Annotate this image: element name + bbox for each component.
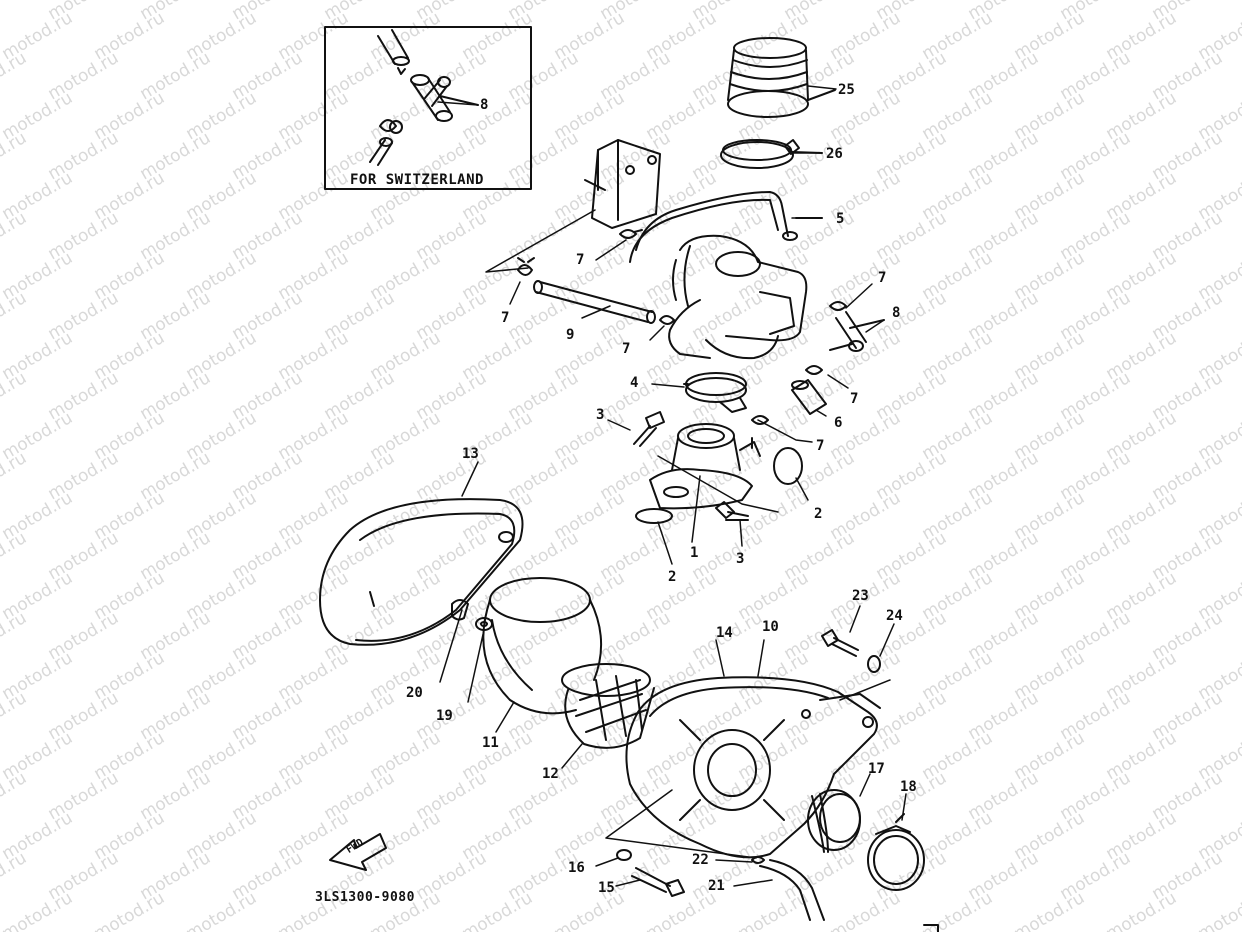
callout-6: 6 [834,415,843,431]
callout-2-b: 2 [668,569,677,585]
part-23-24-bolt-washer [821,629,881,673]
callout-12: 12 [542,766,559,782]
part-17-18-duct-clamp [807,789,925,891]
part-12-mesh [561,663,655,749]
switzerland-inset [324,26,532,190]
part-2-o-rings [635,447,803,524]
part-8-t-joint [829,311,885,352]
clips-7 [517,229,847,425]
callout-4: 4 [630,375,639,391]
inset-caption: FOR SWITZERLAND [350,172,484,188]
callout-8: 8 [892,305,901,321]
part-15-16-bolt-washer [616,849,685,897]
callout-2-a: 2 [814,506,823,522]
carburetor-joint [668,234,808,360]
leader-lines [437,85,907,887]
callout-7-f: 7 [816,438,825,454]
part-3-bolts [633,411,749,521]
part-25-intake-duct [727,37,836,118]
callout-3-a: 3 [596,407,605,423]
part-11-filter-element [482,577,603,715]
part-6-hose [791,379,827,415]
callout-13: 13 [462,446,479,462]
callout-1: 1 [690,545,699,561]
callout-22: 22 [692,852,709,868]
callout-7-e: 7 [850,391,859,407]
callout-7-d: 7 [622,341,631,357]
callout-14: 14 [716,625,733,641]
part-10-14-air-box [625,676,881,859]
callout-3-b: 3 [736,551,745,567]
callout-10: 10 [762,619,779,635]
callout-26: 26 [826,146,843,162]
part-4-clamp [683,372,747,413]
part-21-22-drain-hose [751,856,825,921]
callout-18: 18 [900,779,917,795]
callout-7-a: 7 [576,252,585,268]
part-1-intake-joint [649,423,761,510]
callout-24: 24 [886,608,903,624]
callout-23: 23 [852,588,869,604]
callout-17: 17 [868,761,885,777]
callout-5: 5 [836,211,845,227]
inset-callout-8: 8 [480,97,489,113]
callout-21: 21 [708,878,725,894]
callout-7-b: 7 [878,270,887,286]
diagram-code: 3LS1300-9080 [315,890,415,905]
callout-25: 25 [838,82,855,98]
callout-15: 15 [598,880,615,896]
callout-7-c: 7 [501,310,510,326]
corner-mark [923,924,939,932]
bracket [584,139,661,229]
part-9-hose [533,280,656,324]
callout-11: 11 [482,735,499,751]
fwd-arrow-icon [329,833,387,871]
callout-19: 19 [436,708,453,724]
part-5-hose [629,191,823,263]
part-26-clamp [720,139,823,169]
callout-20: 20 [406,685,423,701]
callout-9: 9 [566,327,575,343]
part-13-cover [319,498,524,646]
callout-16: 16 [568,860,585,876]
